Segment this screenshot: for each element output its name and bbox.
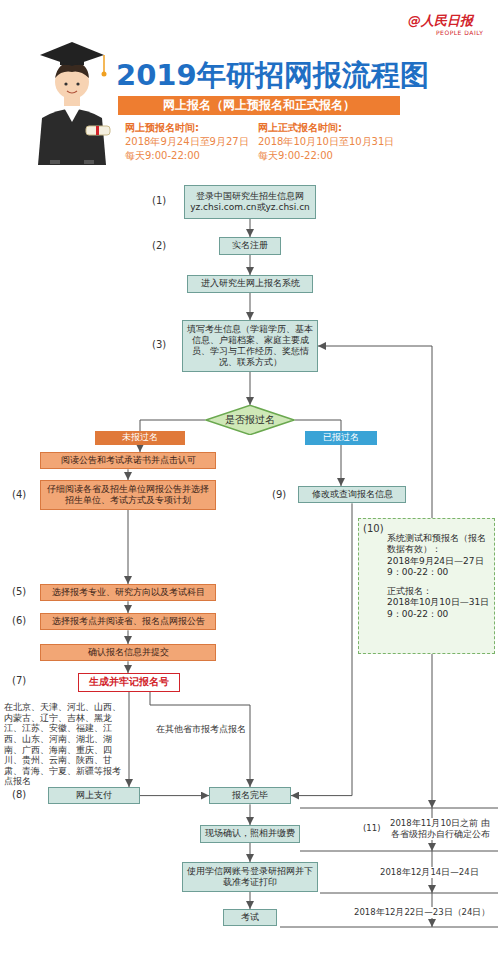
decision-diamond: 是否报过名 [205,405,295,435]
node-text: 登录中国研究生招生信息网 yz.chsi.com.cn或yz.chsi.cn [189,191,311,214]
callout-number: (6) [12,615,26,626]
process-box: 登录中国研究生招生信息网 yz.chsi.com.cn或yz.chsi.cn [184,185,316,219]
node-text: 生成并牢记报名号 [89,676,169,689]
process-box: 进入研究生网上报名系统 [187,275,313,293]
process-box: 现场确认，照相并缴费 [200,825,300,843]
node-text: 选择报考专业、研究方向以及考试科目 [52,587,205,598]
process-box: 选择报考点并阅读省、报名点网报公告 [40,613,216,630]
flow-connector [140,445,141,452]
node-text: 是否报过名 [225,414,275,427]
process-box: 使用学信网账号登录研招网并下载准考证打印 [182,862,318,892]
process-box: 修改或查询报名信息 [298,486,406,503]
date-heading: 网上预报名时间: [125,121,199,135]
node-text: 未报过名 [122,432,158,443]
flow-connector [150,692,250,788]
node-text: 9：00-22：00 [387,609,448,620]
node-text: 2018年9月24日—27日 [387,556,484,567]
region-note: 在其他省市报考点报名 [156,724,246,735]
flow-connector [128,661,129,673]
node-text: 2018年10月10日—31日 [387,597,489,608]
flow-connector [250,843,251,862]
node-text: 网上支付 [76,790,112,801]
flow-connector [250,372,251,405]
flow-connector [128,510,129,584]
timeline-note: (11) [361,823,382,834]
flow-connector [128,630,129,644]
node-text: 进入研究生网上报名系统 [201,278,300,289]
node-text: 确认报名信息并提交 [88,647,169,658]
node-text: 考试 [241,912,259,923]
callout-number: (5) [12,586,26,597]
node-text: 系统测试和预报名（报名数据有效）： [387,533,490,556]
node-text: 报名完毕 [232,790,268,801]
process-box: 实名注册 [219,237,281,255]
date-heading: 网上正式报名时间: [258,121,342,135]
node-text: 现场确认，照相并缴费 [205,828,295,839]
node-text: 已报过名 [323,432,359,443]
callout-number: (7) [12,675,26,686]
node-text: 网上报名（网上预报名和正式报名） [163,98,355,113]
region-note: 在北京、天津、河北、山西、内蒙古、辽宁、吉林、黑龙江、江苏、安徽、福建、江西、山… [4,702,124,787]
flow-connector [250,293,251,320]
branch-band: 未报过名 [95,431,185,445]
logo-text: PEOPLE DAILY [436,29,483,36]
callout-number: (8) [12,789,26,800]
flow-connector [250,255,251,275]
callout-number: (9) [272,489,286,500]
node-text: 填写考生信息（学籍学历、基本信息、户籍档案、家庭主要成员、学习与工作经历、奖惩情… [187,324,313,369]
flow-connector [291,503,352,795]
flow-connector [295,420,341,431]
node-text: 实名注册 [232,240,268,251]
node-text: 修改或查询报名信息 [312,489,393,500]
process-box: 仔细阅读各省及招生单位网报公告并选择招生单位、考试方式及专项计划 [40,480,216,510]
flow-connector [250,219,251,237]
logo-text: @人民日报 [408,12,473,30]
node-text: 正式报名： [387,586,432,597]
flow-connector [250,804,251,825]
process-box: 阅读公告和考试承诺书并点击认可 [40,452,216,469]
node-text: 仔细阅读各省及招生单位网报公告并选择招生单位、考试方式及专项计划 [45,484,211,507]
flow-connector [250,892,251,909]
header-band: 网上报名（网上预报名和正式报名） [118,96,400,115]
highlight-box: 生成并牢记报名号 [78,673,180,692]
date-text: 每天9:00-22:00 [125,149,200,163]
flow-connector [128,601,129,613]
node-text: 9：00-22：00 [387,567,448,578]
node-text: 选择报考点并阅读省、报名点网报公告 [52,616,205,627]
callout-number: (3) [152,339,166,350]
flow-connector [129,692,130,788]
date-text: 2018年9月24日至9月27日 [125,135,249,149]
graduate-figure [38,42,110,165]
callout-number: (10) [363,523,384,534]
branch-band: 已报过名 [305,431,377,445]
process-box: 选择报考专业、研究方向以及考试科目 [40,584,216,601]
flow-connector [128,469,129,480]
process-box: 确认报名信息并提交 [40,644,216,661]
flow-connector [140,420,205,431]
process-box: 网上支付 [48,787,140,804]
process-box: 报名完毕 [209,787,291,804]
callout-number: (4) [12,489,26,500]
timeline-note: 2018年12月22日—23日（24日） [352,907,492,918]
date-text: 每天9:00-22:00 [258,149,333,163]
title-text: 2019年研招网报流程图 [116,56,429,96]
timeline-note: 2018年12月14日—24日 [378,867,481,878]
flow-connector [341,445,342,486]
callout-number: (1) [152,195,166,206]
node-text: 阅读公告和考试承诺书并点击认可 [61,455,196,466]
note-box: 系统测试和预报名（报名数据有效）：2018年9月24日—27日9：00-22：0… [358,518,495,654]
callout-number: (2) [152,240,166,251]
node-text: 使用学信网账号登录研招网并下载准考证打印 [187,866,313,889]
flow-connector [140,795,209,796]
timeline-note: 2018年11月10日之前 由各省级招办自行确定公布 [386,818,494,840]
process-box: 填写考生信息（学籍学历、基本信息、户籍档案、家庭主要成员、学习与工作经历、奖惩情… [182,320,318,372]
process-box: 考试 [223,909,277,926]
date-text: 2018年10月10日至10月31日 [258,135,394,149]
